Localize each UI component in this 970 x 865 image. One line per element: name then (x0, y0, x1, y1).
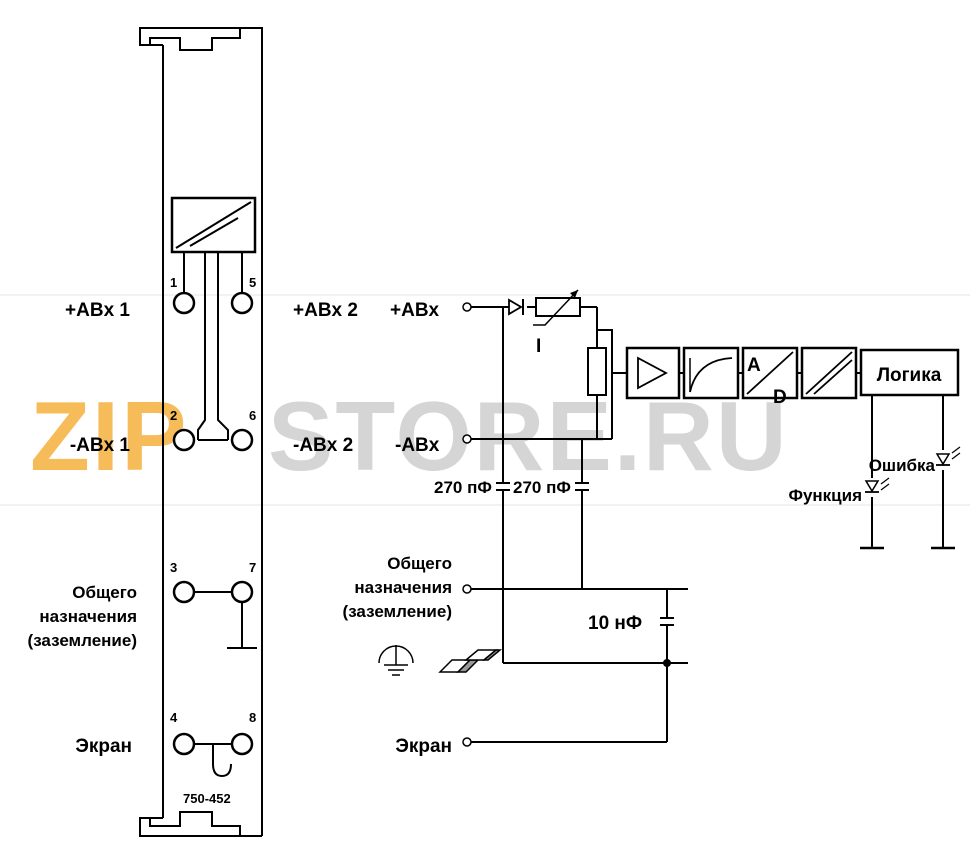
schematic-wires (471, 306, 944, 743)
terminal-common (462, 584, 472, 594)
label-common-1: Общего (72, 583, 137, 602)
label-shield: Экран (75, 736, 132, 757)
label-common-2: назначения (39, 607, 137, 626)
adc-d: D (773, 387, 787, 408)
din-rail-icon (438, 649, 503, 673)
watermark-store: STORE.RU (268, 381, 789, 491)
logic-label: Логика (877, 365, 942, 386)
led-error-icon (935, 446, 961, 466)
terminals (172, 291, 254, 756)
label-common-r3: (заземление) (343, 602, 452, 621)
terminal-number-1: 1 (170, 275, 177, 290)
signal-chain: A D Логика (625, 346, 960, 408)
label-ain1-minus: -ABx 1 (70, 435, 131, 456)
right-labels: +ABx 2 +ABx -ABx 2 -ABx Общего назначени… (293, 300, 452, 757)
label-ain1-plus: +ABx 1 (65, 300, 130, 321)
watermark-zip: ZIP (30, 381, 188, 491)
cap2-label: 270 пФ (513, 478, 571, 497)
background-guides (0, 294, 970, 506)
terminal-2 (172, 428, 196, 452)
terminal-5 (230, 291, 254, 315)
terminal-shield (462, 737, 472, 747)
current-symbol: I (536, 336, 541, 357)
terminal-3 (172, 580, 196, 604)
terminal-7 (230, 580, 254, 604)
module-outline (139, 27, 263, 837)
converter-block (170, 196, 257, 254)
cap3-label: 10 нФ (588, 613, 642, 634)
right-terminals (462, 302, 472, 747)
terminal-number-3: 3 (170, 560, 177, 575)
terminal-6 (230, 428, 254, 452)
terminal-number-7: 7 (249, 560, 256, 575)
terminal-number-2: 2 (170, 408, 177, 423)
label-ain-minus: -ABx (395, 435, 440, 456)
terminal-number-8: 8 (249, 710, 256, 725)
watermark: ZIP STORE.RU (30, 381, 789, 491)
ptc-resistor: I (533, 289, 581, 357)
label-error: Ошибка (869, 456, 936, 475)
terminal-ain-plus (462, 302, 472, 312)
label-ain-plus: +ABx (390, 300, 440, 321)
logic-block (859, 348, 960, 397)
earth-ground-icon (378, 645, 414, 676)
label-common-r2: назначения (354, 578, 452, 597)
terminal-ain-minus (462, 434, 472, 444)
terminal-number-4: 4 (170, 710, 178, 725)
label-ain2-plus: +ABx 2 (293, 300, 358, 321)
label-function: Функция (788, 486, 862, 505)
amplifier-block (625, 346, 681, 400)
adc-a: A (747, 355, 761, 376)
led-function-icon (864, 477, 890, 493)
terminal-1 (172, 291, 196, 315)
terminal-numbers: 1 5 2 6 3 7 4 8 750-452 (170, 275, 256, 806)
filter-block (682, 346, 740, 400)
capacitor-labels: 270 пФ 270 пФ 10 нФ (434, 478, 642, 634)
terminal-8 (230, 732, 254, 756)
capacitors (496, 480, 674, 630)
terminal-4 (172, 732, 196, 756)
module-internal-wires (183, 252, 257, 778)
left-labels: +ABx 1 -ABx 1 Общего назначения (заземле… (28, 300, 137, 757)
junction-dots (663, 659, 671, 667)
diode-symbol (505, 298, 524, 316)
shunt-resistor (587, 347, 607, 396)
label-shield-r: Экран (395, 736, 452, 757)
part-number: 750-452 (183, 791, 231, 806)
led-labels: Ошибка Функция (788, 456, 935, 505)
cap1-label: 270 пФ (434, 478, 492, 497)
terminal-number-5: 5 (249, 275, 256, 290)
terminal-number-6: 6 (249, 408, 256, 423)
label-ain2-minus: -ABx 2 (293, 435, 353, 456)
label-common-r1: Общего (387, 554, 452, 573)
label-common-3: (заземление) (28, 631, 137, 650)
